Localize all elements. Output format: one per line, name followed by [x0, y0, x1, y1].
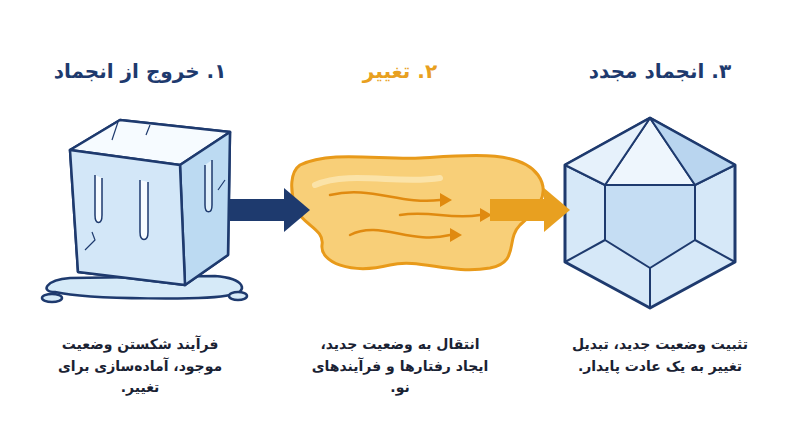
stage-description: تثبیت وضعیت جدید، تبدیل تغییر به یک عادت… [562, 334, 758, 377]
stage-description: انتقال به وضعیت جدید، ایجاد رفتارها و فر… [302, 334, 498, 399]
arrow-head [284, 188, 310, 232]
arrow-head [544, 188, 570, 232]
arrow-shaft [230, 199, 284, 221]
liquid-blob [292, 155, 543, 269]
stage-node: ۳. انجماد مجدد تثبیت وضعیت جدید، تبدیل تغ… [562, 58, 758, 377]
arrow-shaft [490, 199, 544, 221]
stage-node: ۲. تغییر انتقال به وضعیت جدید، ایجاد رفتا… [302, 58, 498, 399]
stage-heading: ۱. خروج از انجماد [54, 58, 227, 84]
flow-arrow [490, 188, 570, 232]
flow-arrow [230, 188, 310, 232]
stage-node: ۱. خروج از انجماد فرآیند شکستن وضعیت موجو… [42, 58, 238, 399]
ice-cube [42, 120, 247, 302]
stage-heading: ۲. تغییر [363, 58, 437, 84]
crystal-gem [565, 118, 735, 308]
stage-description: فرآیند شکستن وضعیت موجود، آماده‌سازی برا… [42, 334, 238, 399]
stage-heading: ۳. انجماد مجدد [589, 58, 731, 84]
